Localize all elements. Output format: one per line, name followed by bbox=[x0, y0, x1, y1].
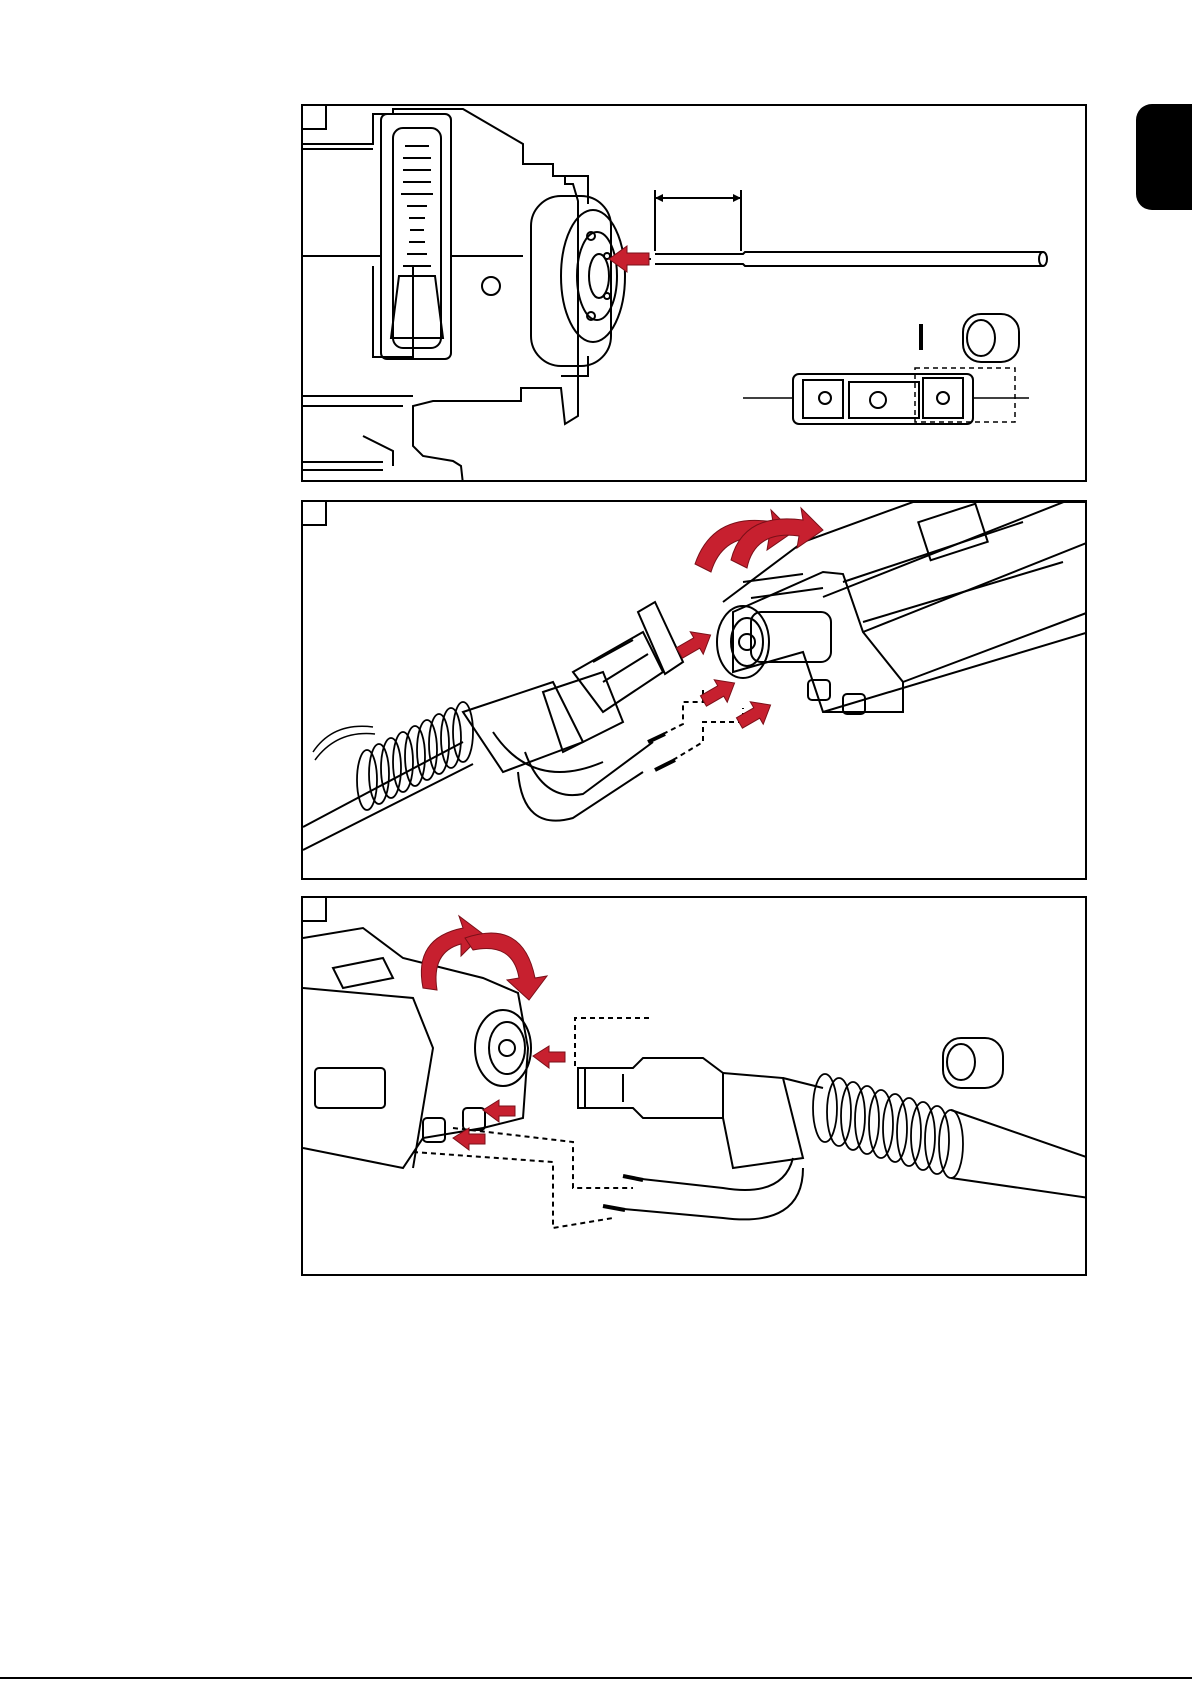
figure-step-2 bbox=[301, 500, 1087, 880]
wire-liner-insertion-illustration bbox=[303, 106, 1087, 482]
footer-rule bbox=[0, 1677, 1192, 1679]
figure-step-3 bbox=[301, 896, 1087, 1276]
torch-hosepack-connection-mirrored-illustration bbox=[303, 898, 1087, 1276]
language-tab bbox=[1136, 104, 1192, 210]
figure-step-1 bbox=[301, 104, 1087, 482]
torch-hosepack-connection-illustration bbox=[303, 502, 1087, 880]
